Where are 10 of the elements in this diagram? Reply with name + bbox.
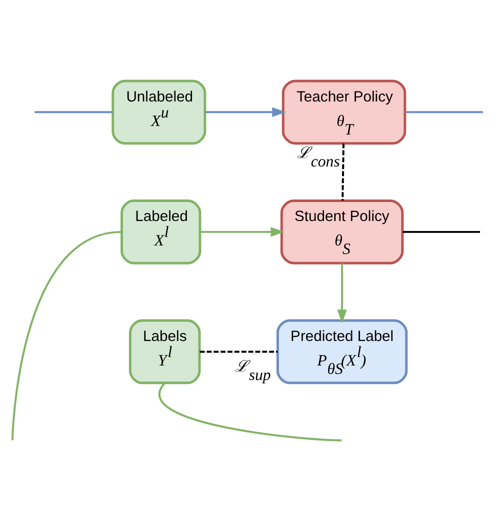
- arrow: [205, 107, 286, 117]
- connector: [34, 111, 113, 114]
- connector: [200, 350, 278, 353]
- connector: [342, 143, 344, 201]
- connector: [405, 111, 483, 114]
- connector: [158, 382, 342, 442]
- connector: [402, 230, 480, 233]
- connector: [11, 230, 122, 440]
- arrow: [337, 263, 347, 324]
- arrow: [200, 227, 285, 237]
